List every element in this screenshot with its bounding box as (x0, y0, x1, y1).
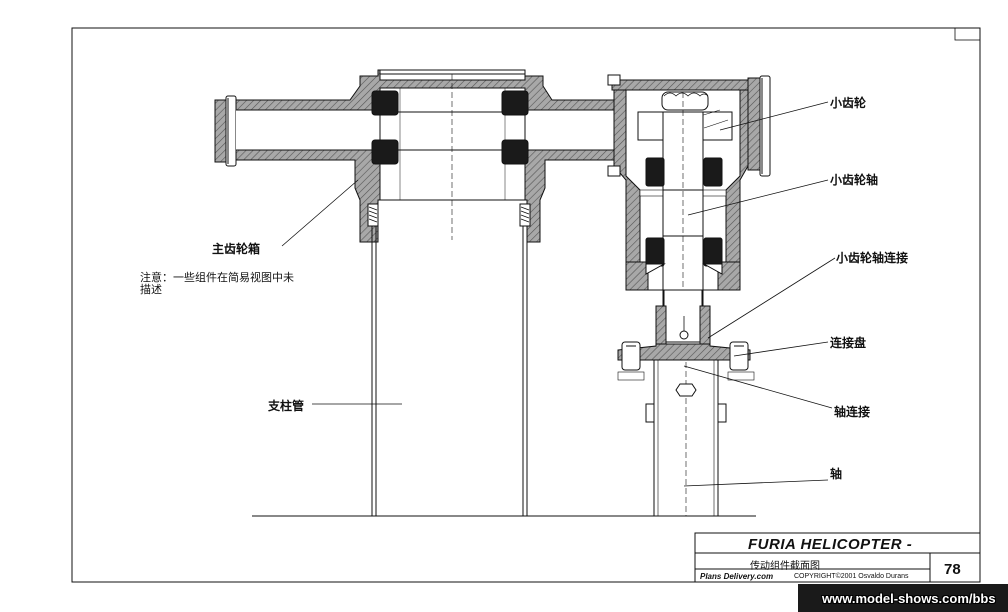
pinion-bearings (645, 157, 723, 275)
leader-lines (281, 101, 836, 487)
label-shaft-coupling: 轴连接 (834, 405, 871, 419)
support-tube (371, 226, 528, 516)
main-gearbox-section (214, 69, 616, 243)
watermark-strip (798, 584, 1008, 612)
title-block-page-number: 78 (944, 561, 961, 578)
label-shaft: 轴 (830, 467, 843, 481)
title-block-title: FURIA HELICOPTER - (748, 536, 913, 553)
title-block-copyright: COPYRIGHT©2001 Osvaldo Durans (794, 573, 909, 580)
pinion-shaft-coupling-part (655, 289, 711, 347)
title-block-subtitle: 传动组件截面图 (750, 561, 820, 572)
watermark-text: www.model-shows.com/bbs (822, 591, 996, 606)
note-line-2: 描述 (140, 283, 162, 296)
sheet-border (71, 27, 981, 583)
sheet-corner-mark (954, 27, 981, 41)
label-pinion: 小齿轮 (830, 96, 867, 110)
note-line-1: 注意：一些组件在简易视图中未 (140, 271, 294, 284)
coupling-disc-part (617, 341, 755, 381)
label-coupling-disc: 连接盘 (830, 336, 867, 350)
note-text: 注意：一些组件在简易视图中未 描述 (140, 272, 294, 296)
main-gearbox-bearings (371, 90, 529, 165)
lower-shaft-part (645, 359, 727, 517)
tube-clamp-threads (367, 203, 531, 227)
label-support-tube: 支柱管 (268, 399, 305, 413)
title-block-brand: Plans Delivery.com (700, 572, 774, 581)
title-block (694, 532, 981, 583)
label-main-gearbox: 主齿轮箱 (212, 242, 261, 256)
label-pinion-shaft: 小齿轮轴 (830, 173, 879, 187)
label-pinion-shaft-coupling: 小齿轮轴连接 (836, 251, 909, 265)
